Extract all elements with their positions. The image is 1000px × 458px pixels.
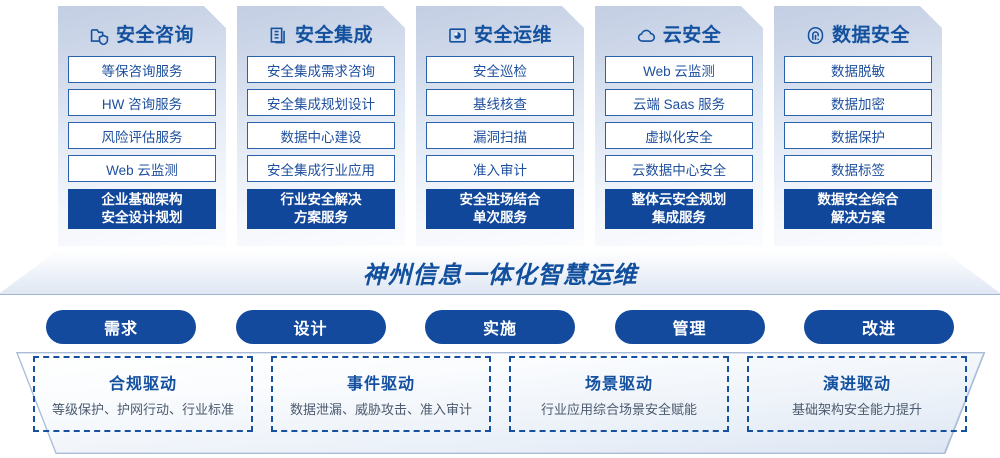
driver-subtitle: 等级保护、护网行动、行业标准: [51, 402, 234, 417]
driver-title: 场景驱动: [584, 376, 653, 393]
service-item[interactable]: 安全巡检: [426, 56, 574, 83]
service-cards-row: 安全咨询 等保咨询服务 HW 咨询服务 风险评估服务 Web 云监测 企业基础架…: [0, 6, 1000, 254]
card-title: 安全咨询: [115, 24, 194, 46]
drivers-row: 合规驱动 等级保护、护网行动、行业标准 事件驱动 数据泄漏、威胁攻击、准入审计 …: [0, 356, 1000, 444]
banner-title: 神州信息一体化智慧运维: [362, 261, 638, 289]
lifecycle-pill-implement[interactable]: 实施: [425, 310, 575, 344]
service-item[interactable]: 准入审计: [426, 155, 574, 182]
service-item[interactable]: Web 云监测: [605, 56, 753, 83]
driver-scenario[interactable]: 场景驱动 行业应用综合场景安全赋能: [509, 356, 729, 432]
documents-stack-icon: [269, 26, 288, 45]
service-item[interactable]: 虚拟化安全: [605, 122, 753, 149]
card-header: 数据安全: [784, 14, 932, 56]
highlight-line-1: 行业安全解决: [280, 192, 362, 208]
driver-subtitle: 行业应用综合场景安全赋能: [540, 402, 697, 417]
drivers-section: 合规驱动 等级保护、护网行动、行业标准 事件驱动 数据泄漏、威胁攻击、准入审计 …: [0, 352, 1000, 454]
lifecycle-pill-manage[interactable]: 管理: [614, 310, 765, 344]
cloud-icon: [637, 26, 656, 45]
service-card-security-operations[interactable]: 安全运维 安全巡检 基线核查 漏洞扫描 准入审计 安全驻场结合 单次服务: [416, 6, 584, 246]
card-item-list: Web 云监测 云端 Saas 服务 虚拟化安全 云数据中心安全 整体云安全规划…: [605, 56, 753, 229]
highlight-line-2: 解决方案: [831, 210, 885, 225]
card-title: 安全运维: [473, 24, 552, 46]
lifecycle-pill-row: 需求 设计 实施 管理 改进: [0, 310, 1000, 348]
driver-compliance[interactable]: 合规驱动 等级保护、护网行动、行业标准: [33, 356, 253, 432]
highlight-line-2: 集成服务: [652, 210, 706, 225]
highlight-line-2: 单次服务: [473, 210, 527, 225]
service-item[interactable]: 安全集成规划设计: [247, 89, 395, 116]
service-item[interactable]: 数据中心建设: [247, 122, 395, 149]
service-item[interactable]: 风险评估服务: [68, 122, 216, 149]
card-header: 安全运维: [426, 14, 574, 56]
service-card-cloud-security[interactable]: 云安全 Web 云监测 云端 Saas 服务 虚拟化安全 云数据中心安全 整体云…: [595, 6, 763, 246]
card-item-list: 数据脱敏 数据加密 数据保护 数据标签 数据安全综合 解决方案: [784, 56, 932, 229]
service-highlight-item[interactable]: 行业安全解决 方案服务: [247, 189, 395, 229]
driver-subtitle: 基础架构安全能力提升: [791, 402, 922, 417]
service-item[interactable]: 数据标签: [784, 155, 932, 182]
service-item[interactable]: 数据加密: [784, 89, 932, 116]
highlight-line-1: 数据安全综合: [817, 192, 899, 208]
driver-title: 演进驱动: [822, 376, 891, 393]
service-item[interactable]: 漏洞扫描: [426, 122, 574, 149]
service-item[interactable]: 云端 Saas 服务: [605, 89, 753, 116]
service-item[interactable]: 云数据中心安全: [605, 155, 753, 182]
service-card-security-consulting[interactable]: 安全咨询 等保咨询服务 HW 咨询服务 风险评估服务 Web 云监测 企业基础架…: [58, 6, 226, 246]
card-header: 安全集成: [247, 14, 395, 56]
driver-incident[interactable]: 事件驱动 数据泄漏、威胁攻击、准入审计: [271, 356, 491, 432]
lifecycle-pill-improve[interactable]: 改进: [804, 310, 954, 344]
service-item[interactable]: 基线核查: [426, 89, 574, 116]
monitor-chart-icon: [448, 26, 467, 45]
service-highlight-item[interactable]: 安全驻场结合 单次服务: [426, 189, 574, 229]
driver-subtitle: 数据泄漏、威胁攻击、准入审计: [289, 402, 472, 417]
fingerprint-icon: [806, 26, 825, 45]
driver-title: 事件驱动: [346, 376, 415, 393]
service-highlight-item[interactable]: 数据安全综合 解决方案: [784, 189, 932, 229]
card-title: 云安全: [662, 24, 722, 46]
highlight-line-1: 安全驻场结合: [459, 192, 541, 208]
folder-shield-icon: [90, 26, 109, 45]
lifecycle-pill-design[interactable]: 设计: [235, 310, 386, 344]
drivers-shape: [16, 352, 984, 454]
highlight-line-1: 整体云安全规划: [631, 192, 727, 208]
driver-evolution[interactable]: 演进驱动 基础架构安全能力提升: [747, 356, 967, 432]
service-item[interactable]: 数据保护: [784, 122, 932, 149]
service-item[interactable]: HW 咨询服务: [68, 89, 216, 116]
service-item[interactable]: Web 云监测: [68, 155, 216, 182]
card-item-list: 安全集成需求咨询 安全集成规划设计 数据中心建设 安全集成行业应用 行业安全解决…: [247, 56, 395, 229]
service-card-security-integration[interactable]: 安全集成 安全集成需求咨询 安全集成规划设计 数据中心建设 安全集成行业应用 行…: [237, 6, 405, 246]
card-header: 安全咨询: [68, 14, 216, 56]
lifecycle-pill-demand[interactable]: 需求: [46, 310, 196, 344]
service-item[interactable]: 等保咨询服务: [68, 56, 216, 83]
card-title: 数据安全: [831, 24, 910, 46]
card-item-list: 等保咨询服务 HW 咨询服务 风险评估服务 Web 云监测 企业基础架构 安全设…: [68, 56, 216, 229]
banner-shape: [0, 250, 1000, 295]
card-item-list: 安全巡检 基线核查 漏洞扫描 准入审计 安全驻场结合 单次服务: [426, 56, 574, 229]
service-highlight-item[interactable]: 企业基础架构 安全设计规划: [68, 189, 216, 229]
service-item[interactable]: 安全集成需求咨询: [247, 56, 395, 83]
service-highlight-item[interactable]: 整体云安全规划 集成服务: [605, 189, 753, 229]
highlight-line-2: 方案服务: [294, 210, 348, 225]
card-header: 云安全: [605, 14, 753, 56]
card-title: 安全集成: [294, 24, 373, 46]
driver-title: 合规驱动: [108, 376, 177, 393]
highlight-line-2: 安全设计规划: [101, 210, 183, 225]
service-card-data-security[interactable]: 数据安全 数据脱敏 数据加密 数据保护 数据标签 数据安全综合 解决方案: [774, 6, 942, 246]
service-item[interactable]: 安全集成行业应用: [247, 155, 395, 182]
service-item[interactable]: 数据脱敏: [784, 56, 932, 83]
platform-banner: 神州信息一体化智慧运维: [0, 250, 1000, 295]
highlight-line-1: 企业基础架构: [101, 192, 183, 208]
